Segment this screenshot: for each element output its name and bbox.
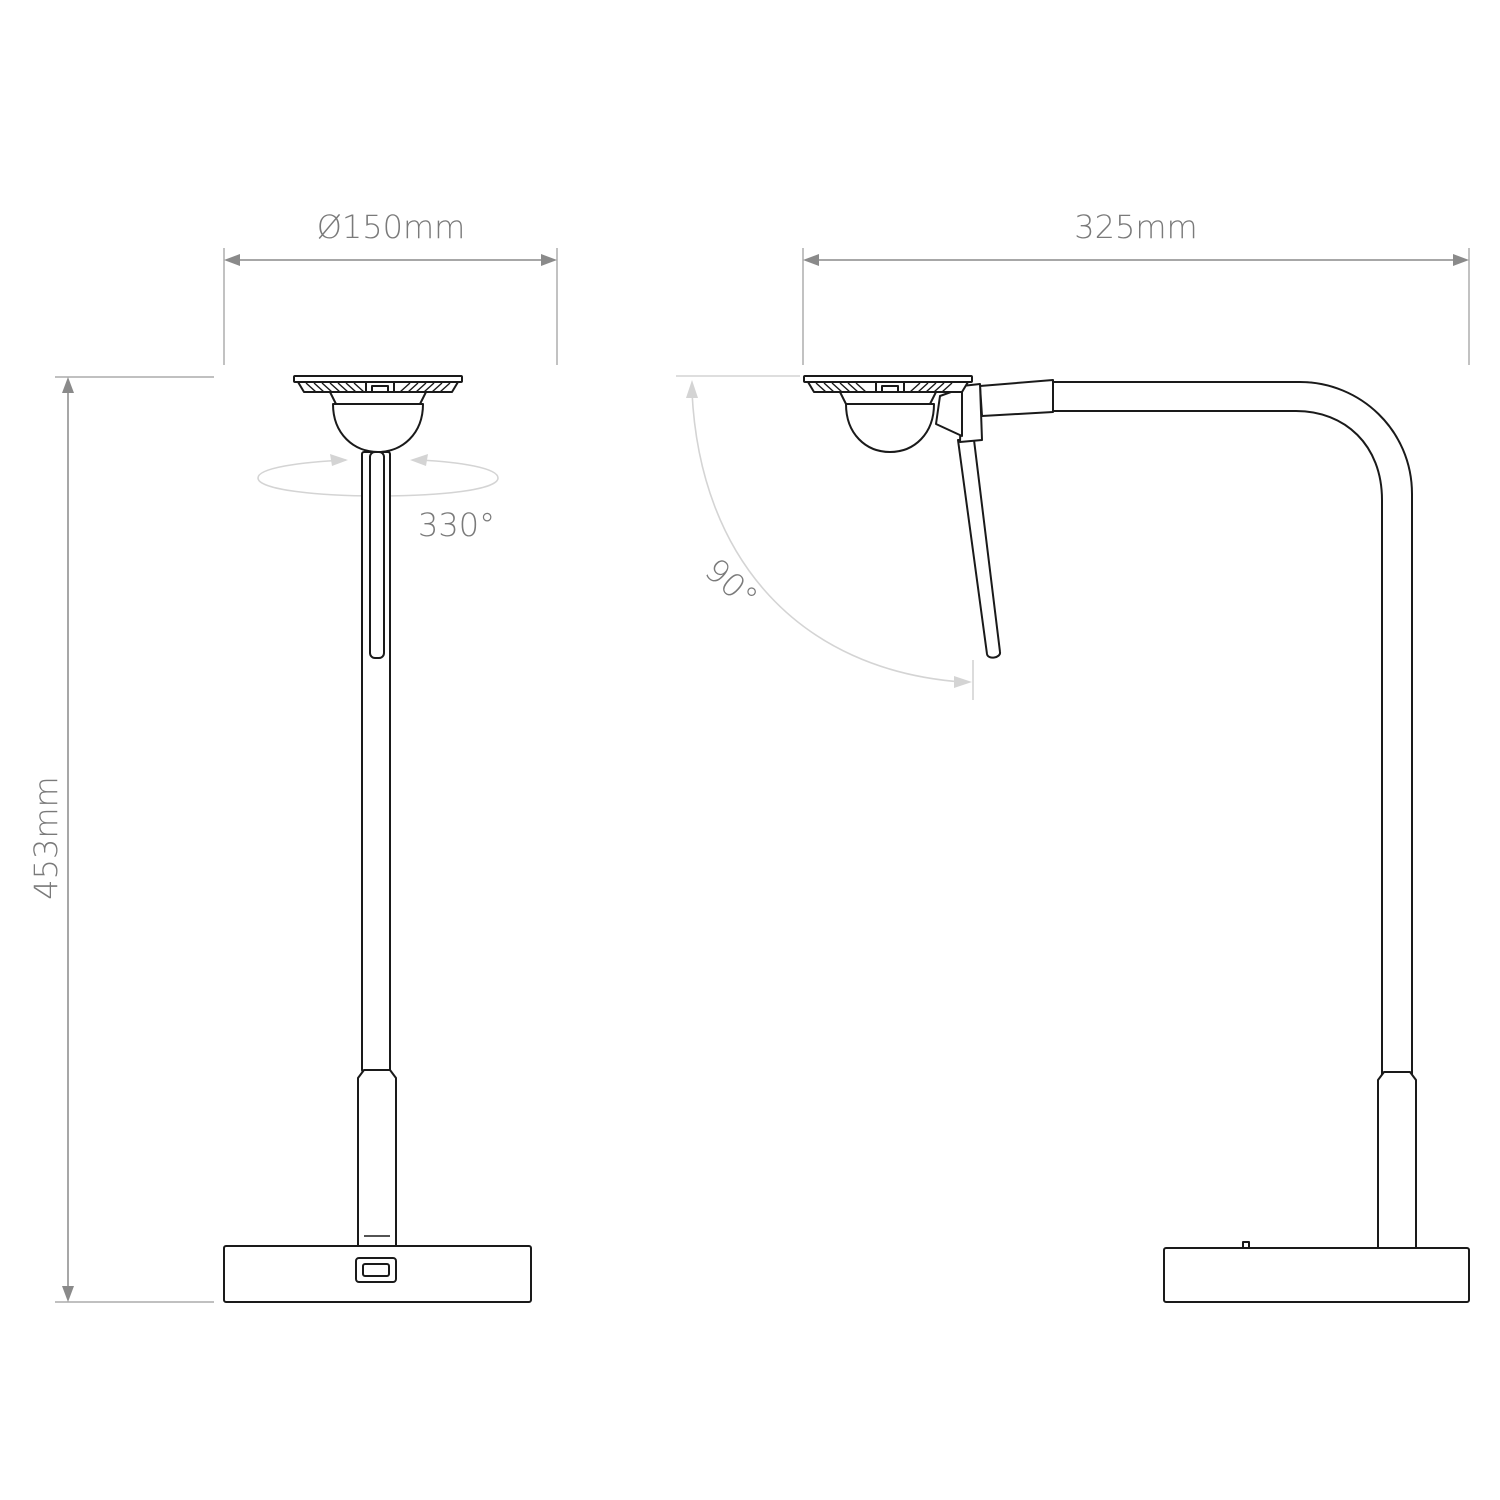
tilt-angle-label: 90° (698, 551, 766, 617)
arrow-left-icon (224, 254, 240, 266)
rotate-arrow-icon (410, 454, 428, 466)
diameter-dimension: Ø150mm (223, 208, 558, 365)
tilt-arrow-icon (954, 676, 972, 688)
lower-stem-side (1377, 1071, 1417, 1249)
tilt-indicator (676, 375, 974, 700)
arrow-left-icon (803, 254, 819, 266)
rotation-angle-label: 330° (418, 506, 495, 544)
lamp-head-side (803, 375, 973, 453)
arrow-up-icon (62, 377, 74, 393)
tilt-arrow-icon (686, 380, 698, 398)
arrow-right-icon (1453, 254, 1469, 266)
lamp-arm-side (1052, 381, 1413, 1075)
base-side (1163, 1247, 1470, 1303)
stem-slot (369, 451, 385, 659)
arrow-right-icon (541, 254, 557, 266)
height-dimension: 453mm (27, 376, 214, 1303)
head-joint (959, 383, 983, 443)
rotate-arrow-icon (330, 454, 348, 466)
lamp-head-front (293, 375, 463, 453)
swivel-rod (957, 439, 1001, 659)
front-view-lamp (223, 375, 532, 1303)
switch-nub-icon (1242, 1241, 1250, 1249)
arm-connector (979, 379, 1054, 417)
diameter-label: Ø150mm (317, 208, 466, 246)
side-view-lamp (676, 375, 1470, 1303)
width-dimension: 325mm (802, 208, 1470, 365)
arrow-down-icon (62, 1286, 74, 1302)
height-label: 453mm (27, 776, 65, 899)
lower-stem-front (357, 1069, 397, 1247)
width-label: 325mm (1074, 208, 1197, 246)
